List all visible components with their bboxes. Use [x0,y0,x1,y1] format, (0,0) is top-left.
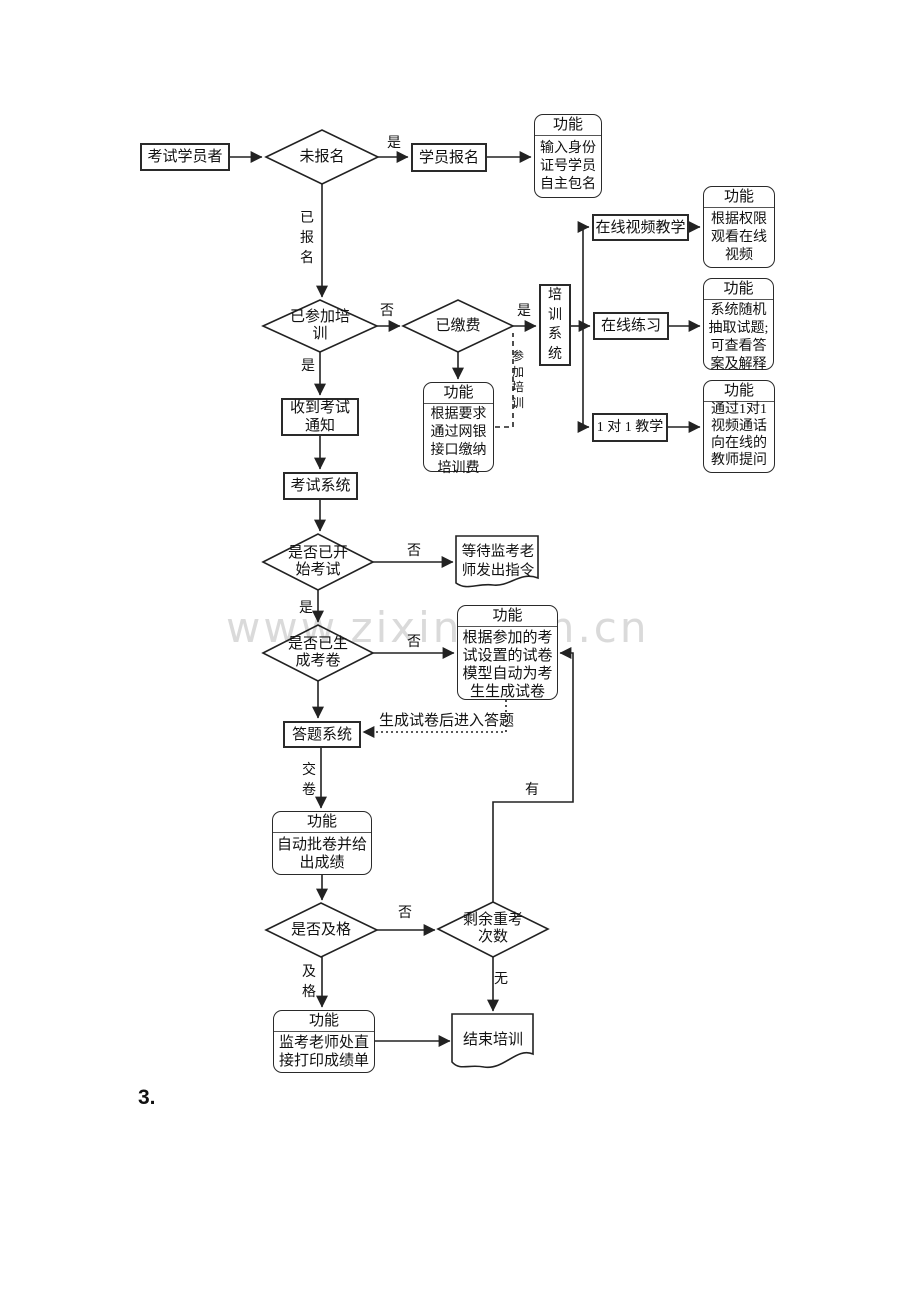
func-video-title: 功能 [704,187,774,208]
func-register: 功能 输入身份证号学员自主包名 [534,114,602,198]
node-wait-teacher: 等待监考老师发出指令 [461,544,535,579]
func-grade-title: 功能 [273,812,371,833]
node-one-on-one: 1 对 1 教学 [592,413,668,442]
func-generate-paper: 功能 根据参加的考试设置的试卷模型自动为考生生成试卷 [457,605,558,700]
func-print: 功能 监考老师处直接打印成绩单 [273,1010,375,1073]
node-retry-times: 剩余重考次数 [462,912,523,945]
func-register-title: 功能 [535,115,601,136]
func-video: 功能 根据权限观看在线视频 [703,186,775,268]
edge-label-yes-2: 是 [517,304,531,319]
node-paid: 已缴费 [435,318,481,334]
func-print-title: 功能 [274,1011,374,1032]
edge-label-has: 有 [525,783,539,798]
func-print-body: 监考老师处直接打印成绩单 [278,1035,369,1069]
node-answer-system: 答题系统 [283,721,361,748]
edge-label-yes-4: 是 [299,601,313,616]
node-online-video: 在线视频教学 [592,214,689,241]
func-pay-body: 根据要求通过网银接口缴纳培训费 [430,407,487,476]
node-exam-notice: 收到考试通知 [281,398,359,436]
node-joined-training: 已参加培训 [289,309,350,342]
func-practice: 功能 系统随机抽取试题;可查看答案及解释 [703,278,774,372]
func-one-on-one: 功能 通过1对1视频通话向在线的教师提问 [703,380,775,473]
func-register-body: 输入身份证号学员自主包名 [540,140,596,192]
edge-label-none: 无 [494,972,508,987]
edge-label-enter-answering: 生成试卷后进入答题 [379,713,515,729]
edge-label-no-2: 否 [407,544,421,559]
edge-label-yes-3: 是 [301,359,315,374]
func-grade-body: 自动批卷并给出成绩 [276,836,367,871]
node-paper-generated: 是否已生成考卷 [287,636,348,669]
watermark: www.zixin.com.cn [226,603,650,652]
section-number: 3. [138,1086,156,1109]
node-examinee: 考试学员者 [140,143,230,171]
func-practice-title: 功能 [704,279,773,300]
func-practice-body: 系统随机抽取试题;可查看答案及解释 [708,303,769,372]
node-not-registered: 未报名 [299,149,345,165]
edge-label-no-1: 否 [380,304,394,319]
node-exam-system: 考试系统 [283,472,358,500]
node-exam-started: 是否已开始考试 [287,545,348,578]
func-generate-title: 功能 [458,606,557,627]
node-passed: 是否及格 [290,922,351,938]
edge-label-join-training: 参加培训 [511,349,524,410]
training-system-label: 培训系统 [548,288,562,362]
edge-label-no-3: 否 [407,635,421,650]
func-pay-title: 功能 [424,383,493,404]
func-grade: 功能 自动批卷并给出成绩 [272,811,372,875]
func-one-on-one-title: 功能 [704,381,774,402]
edge-label-pass: 及格 [302,965,316,1000]
func-one-on-one-body: 通过1对1视频通话向在线的教师提问 [711,402,767,468]
edge-label-no-4: 否 [398,906,412,921]
node-student-register: 学员报名 [411,143,487,172]
node-training-system: 培训系统 [539,284,571,366]
edge-label-yes-1: 是 [387,136,401,151]
node-end-training: 结束培训 [462,1032,523,1048]
edge-label-registered: 已报名 [300,211,314,266]
func-generate-body: 根据参加的考试设置的试卷模型自动为考生生成试卷 [462,630,553,700]
node-online-practice: 在线练习 [593,312,669,340]
func-pay: 功能 根据要求通过网银接口缴纳培训费 [423,382,494,476]
func-video-body: 根据权限观看在线视频 [711,211,767,263]
edge-label-submit-paper: 交卷 [302,763,316,798]
